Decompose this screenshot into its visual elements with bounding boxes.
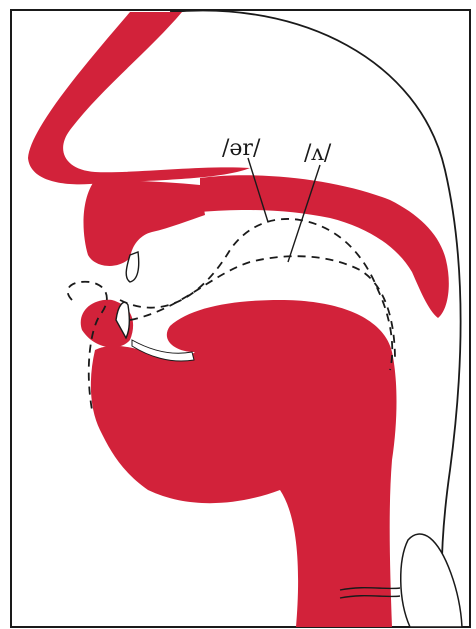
upper-lip <box>84 180 205 266</box>
label-er: /ər/ <box>222 136 261 161</box>
palate <box>200 175 449 318</box>
epiglottis <box>401 534 462 627</box>
label-wedge: /ʌ/ <box>304 141 332 166</box>
nose <box>28 12 250 184</box>
